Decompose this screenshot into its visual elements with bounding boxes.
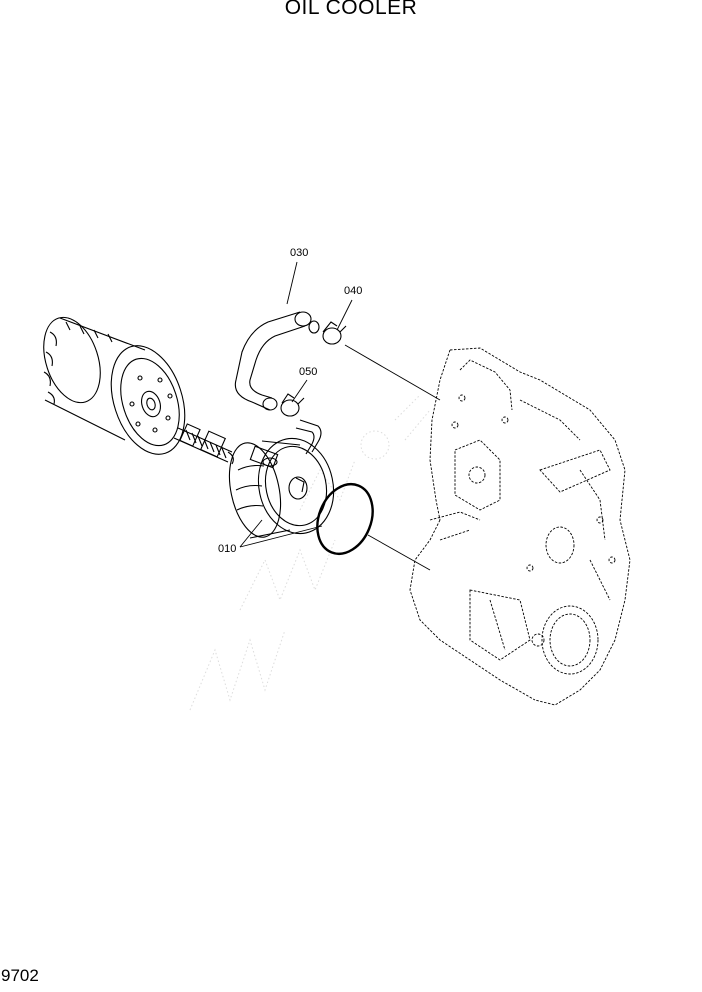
callout-030: 030 xyxy=(290,247,309,259)
page-code: 9702 xyxy=(1,966,39,985)
engine-block xyxy=(409,347,631,706)
o-ring xyxy=(316,483,374,555)
hose-clamp-050 xyxy=(280,393,305,417)
page-title: OIL COOLER xyxy=(284,0,418,19)
callout-010: 010 xyxy=(218,543,237,555)
oil-cooler xyxy=(228,437,335,539)
callout-040: 040 xyxy=(344,285,363,297)
center-bolt xyxy=(173,423,234,465)
leader-lines xyxy=(239,261,353,548)
hose xyxy=(234,311,320,411)
alignment-lines xyxy=(344,344,441,571)
callout-050: 050 xyxy=(299,366,318,378)
pipe xyxy=(295,419,322,455)
watermark xyxy=(189,394,431,711)
hose-clamp-040 xyxy=(322,321,347,345)
oil-filter xyxy=(43,316,186,455)
